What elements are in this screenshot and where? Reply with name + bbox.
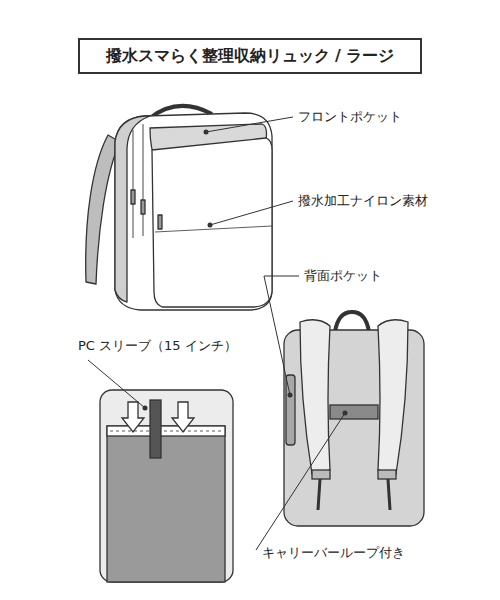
part-label: キャリーバーループ付き	[262, 545, 405, 561]
arrow-symbol	[172, 402, 194, 432]
shoulder-strap	[300, 320, 330, 474]
part-label: PC スリーブ（15 インチ）	[78, 338, 237, 354]
sleeve-band	[107, 426, 225, 436]
sleeve-strap	[150, 400, 161, 458]
leader-lines	[88, 117, 345, 550]
side-panel	[115, 116, 150, 302]
flap-seam	[155, 226, 272, 232]
leader-dot	[343, 411, 348, 416]
zipper-pull	[141, 200, 145, 214]
backpack-back-view	[284, 312, 424, 526]
inner-panel	[100, 390, 233, 582]
strap-end	[318, 479, 320, 510]
title-box: 撥水スマらく整理収納リュック / ラージ	[78, 38, 422, 74]
arrow-symbol	[122, 402, 144, 432]
leader-line	[206, 117, 293, 132]
sleeve-mesh	[107, 426, 225, 582]
handle	[335, 312, 369, 332]
zipper	[143, 124, 144, 236]
stitch	[110, 431, 222, 432]
zipper	[133, 130, 134, 238]
leader-dot	[143, 406, 148, 411]
buckle	[378, 470, 396, 479]
leader-line	[256, 413, 345, 550]
front-flap	[152, 138, 272, 307]
pc-sleeve-view	[100, 390, 233, 582]
strap-end	[388, 479, 390, 510]
shoulder-strap	[378, 320, 408, 474]
zipper-pull	[158, 215, 162, 229]
leader-line	[264, 276, 299, 395]
part-label: 撥水加工ナイロン素材	[298, 193, 428, 209]
body	[115, 113, 272, 310]
buckle	[312, 470, 330, 479]
side-pocket	[286, 375, 295, 445]
leader-line	[210, 201, 293, 225]
leader-dot	[208, 223, 213, 228]
part-label: 背面ポケット	[304, 268, 382, 284]
part-label: フロントポケット	[298, 109, 402, 125]
leader-dot	[204, 130, 209, 135]
leader-line	[88, 360, 145, 408]
backpack-front-view	[86, 106, 272, 310]
leader-dot	[288, 393, 293, 398]
zipper-pull	[131, 190, 135, 204]
carry-bar-loop	[330, 405, 378, 419]
